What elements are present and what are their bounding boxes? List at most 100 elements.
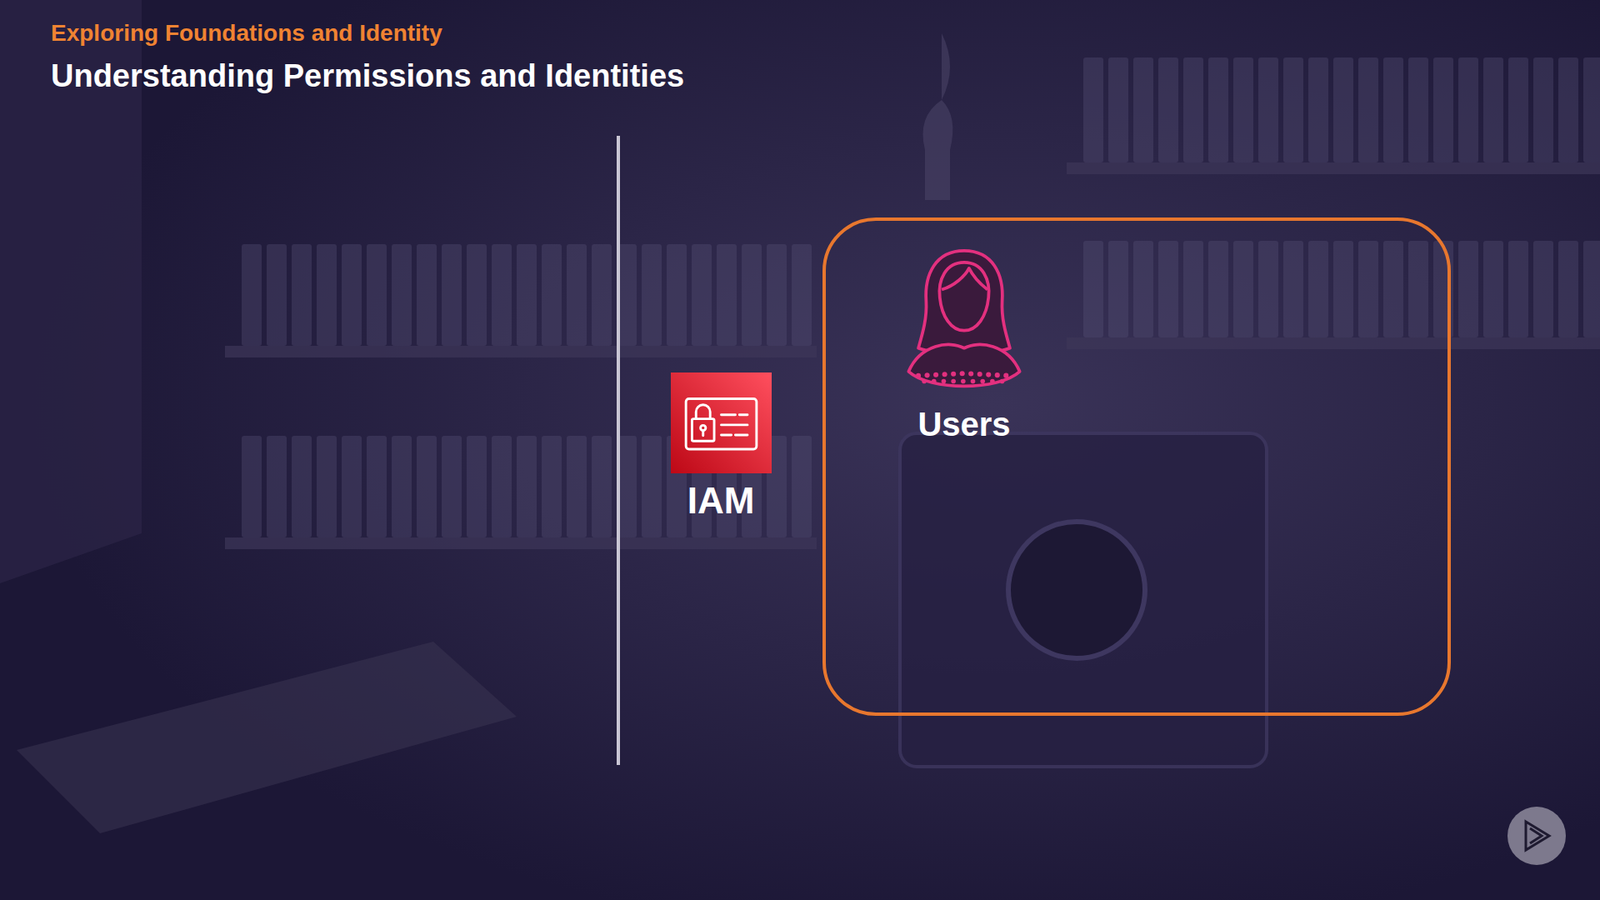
play-icon [1525,821,1550,850]
decor-shape [941,268,988,290]
decor-shape [908,344,1020,386]
book-spine [1458,240,1479,338]
book-spine [241,435,262,538]
book-spine [1108,240,1129,338]
book-spine [416,435,437,538]
shelf-board [225,345,817,358]
book-spine [1283,240,1304,338]
book-spine [1358,240,1379,338]
decor-shape [990,379,995,385]
decor-shape [1003,373,1009,379]
book-spine [541,244,562,346]
book-spine [1383,57,1404,163]
decor-shape [985,372,991,378]
book-spine [1458,57,1479,163]
book-spine [1133,240,1154,338]
book-spine [366,435,387,538]
book-spine [1133,57,1154,163]
book-spine [666,244,687,346]
decor-shape [941,379,947,385]
decor-shape [921,379,927,385]
book-spine [1408,57,1429,163]
decor-shape [933,372,939,378]
decor-shape [695,405,710,420]
book-spine [1408,240,1429,338]
book-spine [1308,240,1329,338]
book-spine [541,435,562,538]
candle [923,33,954,200]
book-spine [1233,57,1254,163]
decor-shape [931,379,937,385]
book-spine [466,244,487,346]
book-spine [516,244,537,346]
book-spine [1533,240,1554,338]
book-spine [1508,57,1529,163]
book-spine [1333,240,1354,338]
book-spine [1558,240,1579,338]
book-spine [1483,240,1504,338]
shelf-board [225,537,817,550]
book-spine [1583,57,1600,163]
book-spine [1183,240,1204,338]
decor-shape [691,419,715,442]
decor-shape [995,372,1000,378]
book-spine [441,435,462,538]
book-spine [391,435,412,538]
book-spine [1383,240,1404,338]
book-spine [1208,57,1229,163]
book-spine [1158,57,1179,163]
book-spine [1083,240,1104,338]
identity-icon-node: Users [894,246,1035,444]
book-spine [1208,240,1229,338]
iam-glyph [685,398,757,450]
book-spine [291,435,312,538]
decor-shape [977,371,983,377]
highlight-frame [824,219,1450,715]
book-spine [1108,57,1129,163]
node-label: IAM [664,480,779,523]
book-spine [1283,57,1304,163]
book-spine [1558,57,1579,163]
book-spine [291,244,312,346]
book-spine [1183,57,1204,163]
book-spine [416,244,437,346]
book-spine [341,244,362,346]
decor-shape [980,379,985,385]
play-button [1507,806,1566,865]
book-spine [1583,240,1600,338]
book-spine [1083,57,1104,163]
node-label: Users [894,405,1035,444]
book-spine [1158,240,1179,338]
book-spine [1233,240,1254,338]
book-spine [1333,57,1354,163]
node-icon [670,372,772,474]
shelf-board [1066,162,1600,175]
book-spine [641,435,662,538]
book-spine [241,244,262,346]
book-spine [741,244,762,346]
book-spine [491,244,512,346]
book-spine [366,244,387,346]
icon-tile [670,372,772,474]
book-spine [641,244,662,346]
book-spine [341,435,362,538]
decor-shape [950,379,956,385]
book-spine [566,244,587,346]
decor-shape [970,379,976,385]
book-spine [391,244,412,346]
node-icon [900,246,1028,395]
decor-shape [685,398,757,450]
decor-shape [915,373,921,379]
decor-shape [1000,379,1005,385]
book-spine [766,244,787,346]
book-spine [791,244,812,346]
decor-shape [925,372,930,378]
book-spine [1483,57,1504,163]
book-spine [491,435,512,538]
shelf-board [1066,337,1600,350]
